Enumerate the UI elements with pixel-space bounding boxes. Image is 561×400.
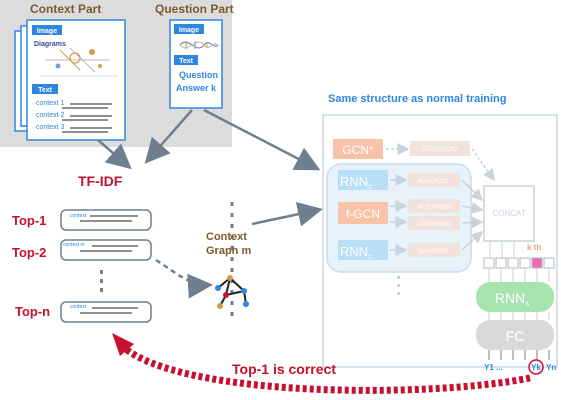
context-graph-label-1: Context	[206, 231, 247, 243]
context-item-1: context 1	[36, 100, 65, 107]
context-item-3: context 3	[36, 124, 65, 131]
question-to-tfidf-arrow	[144, 109, 193, 164]
context-text-tab: Text	[38, 87, 53, 94]
tfidf-label: TF-IDF	[78, 173, 123, 189]
feedback-arrowhead	[112, 333, 134, 356]
rnn-c1-label: RNNc	[340, 174, 372, 191]
top-n-box	[60, 301, 152, 323]
f-gcn-box	[338, 202, 388, 224]
rnn-c2-label: RNNc	[340, 244, 372, 261]
output-yn: Yn	[546, 363, 556, 372]
f-gcn-label: f-GCN	[346, 207, 380, 221]
attention-1-box	[408, 199, 460, 213]
encoder-ellipsis	[397, 276, 400, 295]
gcn-star-label: GCN*	[342, 143, 374, 157]
attention-1-label: ATTENTION	[417, 205, 451, 211]
top-1-label: Top-1	[12, 213, 46, 228]
question-to-model-arrow	[203, 108, 321, 171]
max-pool-1-label: MAX POOL	[418, 179, 450, 185]
kth-label: k th	[527, 243, 541, 252]
rnn-s-label: RNNs	[495, 290, 529, 308]
attention-star-label: ATTENTION*	[422, 147, 459, 153]
max-pool-1-box	[408, 173, 460, 187]
diagrams-label: Diagrams	[34, 41, 66, 48]
concat-box	[483, 185, 535, 242]
rnn-s-box	[476, 282, 554, 312]
output-yk-highlight	[528, 359, 544, 375]
question-image-tab: Image	[179, 27, 199, 34]
gcn-star-box	[333, 139, 383, 159]
context-item-2: context 2	[36, 112, 65, 119]
rnn-c1-box	[338, 170, 388, 190]
concat-label: CONCAT	[492, 209, 525, 218]
attention-2-box	[408, 216, 460, 230]
top-2-tag: context m	[63, 242, 85, 248]
output-yk: Yk	[531, 363, 541, 372]
context-image-tab: Image	[37, 28, 57, 35]
top-2-box	[60, 239, 152, 261]
context-graph-label-2: Graph m	[206, 245, 251, 257]
graph-to-model-arrow	[251, 201, 323, 227]
rnn-c2-box	[338, 240, 388, 260]
context-card-stack	[14, 19, 126, 141]
fc-label: FC	[506, 328, 525, 344]
max-pool-2-label: MAX POOL	[418, 249, 450, 255]
context-card	[26, 19, 126, 141]
top-1-tag: context	[70, 213, 87, 219]
top-n-tag: context	[70, 304, 87, 310]
diagram-thumbnail-icon	[40, 47, 118, 77]
dna-image-icon	[179, 41, 219, 49]
feedback-label: Top-1 is correct	[232, 361, 336, 377]
model-header: Same structure as normal training	[328, 93, 507, 105]
attention-star-box	[410, 141, 470, 156]
top-n-label: Top-n	[15, 304, 50, 319]
context-to-tfidf-arrow	[97, 139, 132, 170]
max-pool-2-box	[408, 243, 460, 257]
question-part-title: Question Part	[155, 2, 234, 16]
context-part-title: Context Part	[30, 2, 101, 16]
top-list-ellipsis	[100, 270, 103, 292]
output-y1: Y1 ...	[484, 363, 503, 372]
attention-2-label: ATTENTION	[417, 222, 451, 228]
question-label: Question	[179, 70, 218, 80]
question-text-tab: Text	[179, 58, 194, 65]
context-graph-icon	[215, 275, 249, 309]
answer-label: Answer k	[176, 83, 217, 93]
feedback-arrow	[119, 343, 531, 394]
top-1-box	[60, 209, 152, 231]
top2-to-graph-arrow	[155, 258, 213, 299]
top-2-label: Top-2	[12, 245, 46, 260]
fc-box	[476, 320, 554, 350]
